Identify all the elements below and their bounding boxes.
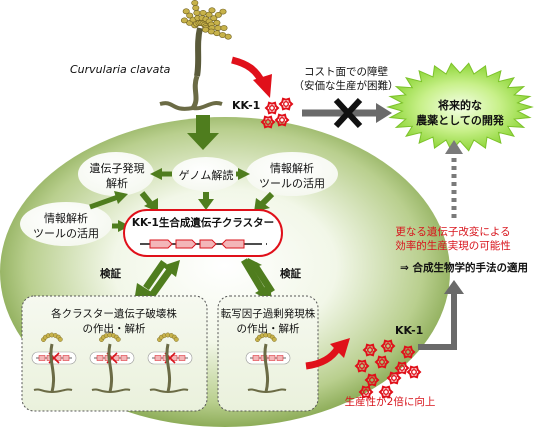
cost-barrier-line2: （安価な生産が困難） [293, 80, 399, 92]
spore-bead [213, 19, 221, 26]
genome-sequencing: ゲノム解読 [178, 169, 234, 182]
mutant-strains [31, 332, 291, 393]
kk1-molecule [400, 345, 416, 359]
spore-bead [192, 5, 200, 11]
kk1-molecule [394, 361, 410, 375]
info-analysis-top-line1: 情報解析 [270, 162, 314, 175]
cluster-label: KK-1生合成遺伝子クラスター [131, 217, 275, 229]
kk1-molecule [354, 359, 370, 373]
spore-bead [205, 11, 213, 18]
bubble-expression [78, 152, 154, 196]
kk1-molecules-bottom [354, 339, 422, 399]
kk1-molecule [274, 113, 290, 127]
info-analysis-left-line2: ツールの活用 [33, 227, 99, 240]
verify-label-left: 検証 [100, 268, 121, 280]
spore-bead [180, 17, 188, 24]
mini-fungus [245, 332, 291, 393]
disruption-box-line2: の作出・解析 [82, 323, 146, 335]
spore-bead [214, 25, 222, 31]
overexpression-box-line1: 転写因子過剰発現株 [220, 308, 316, 320]
spore-bead [182, 8, 190, 15]
fungus-illustration [159, 27, 223, 111]
disruption-box-line1: 各クラスター遺伝子破壊株 [51, 308, 177, 320]
bubble-info-top [246, 152, 338, 196]
kk1-molecule [278, 97, 294, 111]
red-arrow-top-head [253, 74, 272, 98]
productivity-note: 生産性が2倍に向上 [344, 396, 436, 408]
gray-arrow-to-goal-head [376, 103, 392, 123]
goal-line2: 農薬としての開発 [416, 114, 504, 127]
spore-head [180, 0, 232, 40]
kk1-molecules-top [260, 97, 294, 129]
kk1-molecule [362, 343, 378, 357]
future-note-line2: 効率的生産実現の可能性 [395, 240, 511, 252]
spore-bead [214, 11, 222, 18]
mini-fungus [147, 332, 193, 393]
spore-bead [224, 33, 232, 40]
spore-bead [193, 9, 201, 16]
bubble-info-left [20, 202, 112, 246]
synthetic-biology: ⇒ 合成生物学的手法の適用 [400, 262, 528, 274]
goal-line1: 将来的な [438, 99, 482, 112]
spore-bead [186, 12, 194, 19]
expression-analysis-line2: 解析 [106, 177, 128, 190]
kk1-molecule [264, 101, 280, 115]
cost-barrier-line1: コスト面での障壁 [304, 66, 388, 78]
info-analysis-top-line2: ツールの活用 [259, 177, 325, 190]
kk1-molecule [406, 365, 422, 379]
kk1-label-top: KK-1 [232, 99, 261, 112]
blocked-x-icon [333, 97, 363, 129]
red-arrow-bottom [305, 346, 342, 370]
kk1-molecule [364, 373, 380, 387]
kk1-molecule [380, 339, 396, 353]
verify-label-right: 検証 [280, 268, 301, 280]
spore-bead [199, 9, 207, 16]
dotted-arrow-up [445, 140, 463, 218]
overexpression-box-line2: の作出・解析 [236, 323, 300, 335]
kk1-molecule [260, 115, 276, 129]
bubble-genome [172, 157, 240, 191]
kk1-molecule [386, 371, 402, 385]
gene-cluster-map [140, 239, 268, 249]
spore-bead [191, 0, 199, 6]
kk1-molecule [374, 355, 390, 369]
kk1-label-bottom: KK-1 [395, 324, 424, 337]
goal-burst [386, 62, 534, 152]
spore-bead [220, 25, 228, 31]
future-note-line1: 更なる遺伝子改変による [395, 226, 511, 238]
gray-arrow-up [418, 280, 464, 350]
kk1-molecule [358, 385, 374, 399]
mini-fungus [89, 332, 135, 393]
mini-fungus [31, 332, 77, 393]
kk1-molecule [378, 385, 394, 399]
spore-bead [219, 8, 227, 15]
organism-name: Curvularia clavata [70, 63, 171, 76]
info-analysis-left-line1: 情報解析 [44, 212, 88, 225]
green-arrow-down [187, 115, 219, 150]
spore-bead [208, 7, 216, 14]
red-arrow-bottom-head [330, 338, 350, 358]
green-arrows-analysis [89, 168, 275, 232]
spore-bead [210, 15, 218, 22]
expression-analysis-line1: 遺伝子発現 [89, 162, 145, 175]
